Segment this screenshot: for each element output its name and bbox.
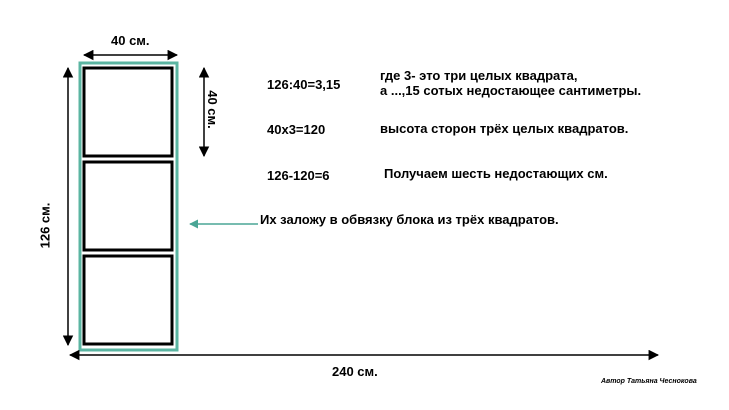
- calc-formula-3: 126-120=6: [267, 168, 330, 183]
- pointer-note: Их заложу в обвязку блока из трёх квадра…: [260, 212, 559, 227]
- calc-note-3: Получаем шесть недостающих см.: [384, 166, 608, 181]
- square-3: [82, 254, 174, 346]
- calc-formula-1: 126:40=3,15: [267, 77, 341, 92]
- author-credit: Автор Татьяна Чеснокова: [601, 378, 697, 385]
- square-1: [82, 66, 174, 158]
- total-height-label: 126 см.: [37, 202, 53, 249]
- calc-formula-2: 40x3=120: [267, 122, 326, 137]
- calc-note-1a: где 3- это три целых квадрата,: [380, 68, 578, 83]
- bottom-width-label: 240 см.: [332, 364, 378, 379]
- calc-note-2: высота сторон трёх целых квадратов.: [380, 121, 629, 136]
- top-width-label: 40 см.: [111, 33, 150, 48]
- block-frame: [78, 61, 179, 352]
- square-side-label: 40 см.: [204, 90, 220, 129]
- calc-note-1b: а ...,15 сотых недостающее сантиметры.: [380, 83, 642, 98]
- square-2: [82, 160, 174, 252]
